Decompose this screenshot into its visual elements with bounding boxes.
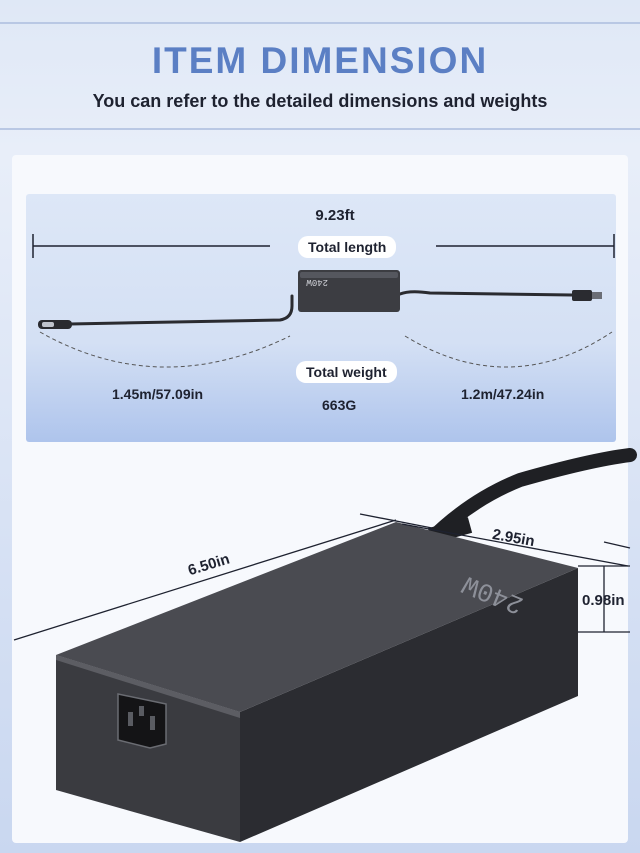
header-line-top (0, 22, 640, 24)
adapter-brick-small (298, 270, 400, 312)
left-cable-arc (39, 331, 291, 368)
right-cable-length: 1.2m/47.24in (461, 386, 545, 402)
page-title: ITEM DIMENSION (151, 40, 489, 81)
length-value-label: 9.23ft (315, 207, 355, 224)
cable-illustration (68, 290, 574, 326)
left-cable-length: 1.45m/57.09in (112, 386, 204, 402)
brick-marking-small: 240W (306, 277, 328, 287)
right-cable-arc (404, 331, 613, 368)
adapter-dimension-lines (13, 513, 631, 641)
power-inlet-icon (117, 693, 167, 749)
adapter-height-label: 0.98in (582, 592, 625, 609)
dc-plug (572, 290, 592, 301)
total-weight-badge: Total weight (296, 361, 397, 383)
adapter-large: 240W (56, 448, 637, 842)
cable-panel (26, 194, 616, 442)
total-length-badge: Total length (298, 236, 397, 258)
page-subtitle: You can refer to the detailed dimensions… (92, 91, 548, 111)
length-dimension-line (32, 234, 615, 258)
header-line-bottom (0, 128, 640, 130)
weight-value: 663G (322, 397, 357, 413)
